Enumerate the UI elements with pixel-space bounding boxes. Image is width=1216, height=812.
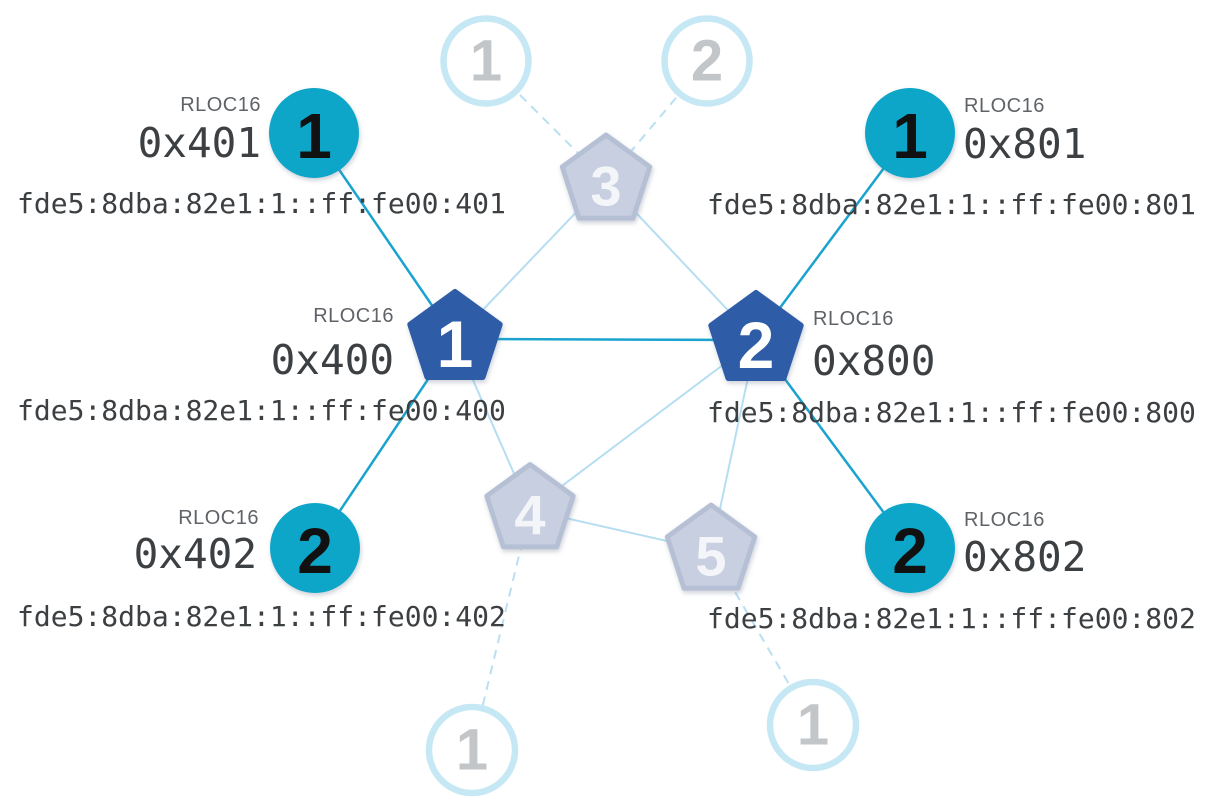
rloc16-label: RLOC16 xyxy=(964,95,1045,117)
rloc16-value: 0x800 xyxy=(812,337,935,385)
label-child-801: RLOC16 0x801 fde5:8dba:82e1:1::ff:fe00:8… xyxy=(707,95,1196,221)
ghost-router-number: 4 xyxy=(514,484,545,547)
child-402[interactable]: 2 xyxy=(270,503,360,593)
child-number: 1 xyxy=(892,100,928,172)
ghost-child-circle[interactable] xyxy=(766,678,860,772)
ghost-child-bottom-right[interactable]: 1 xyxy=(766,678,860,772)
router-number: 2 xyxy=(738,308,775,382)
child-circle[interactable] xyxy=(269,88,359,178)
link-router1-router2 xyxy=(454,337,757,342)
ghost-child-top-2[interactable]: 2 xyxy=(661,15,753,107)
child-number: 2 xyxy=(297,515,333,587)
ghost-child-number: 1 xyxy=(470,29,502,94)
child-circle[interactable] xyxy=(270,503,360,593)
child-401[interactable]: 1 xyxy=(269,88,359,178)
rloc16-value: 0x401 xyxy=(138,119,261,167)
ipv6-address: fde5:8dba:82e1:1::ff:fe00:801 xyxy=(707,188,1196,221)
ghost-child-top-1[interactable]: 1 xyxy=(440,15,532,107)
ghost-child-number: 2 xyxy=(691,29,723,94)
router-number: 1 xyxy=(437,307,474,381)
child-802[interactable]: 2 xyxy=(865,503,955,593)
rloc16-label: RLOC16 xyxy=(178,507,259,529)
rloc16-label: RLOC16 xyxy=(964,509,1045,531)
ghost-child-number: 1 xyxy=(797,693,829,758)
ipv6-address: fde5:8dba:82e1:1::ff:fe00:401 xyxy=(17,187,506,220)
child-number: 2 xyxy=(892,515,928,587)
label-child-802: RLOC16 0x802 fde5:8dba:82e1:1::ff:fe00:8… xyxy=(707,509,1196,635)
link-ghost-top1-router3 xyxy=(485,60,607,182)
ghost-child-number: 1 xyxy=(456,718,488,783)
rloc16-value: 0x802 xyxy=(963,533,1086,581)
link-router2-router4 xyxy=(529,339,757,511)
rloc16-value: 0x400 xyxy=(271,336,394,384)
rloc16-label: RLOC16 xyxy=(313,305,394,327)
ghost-child-circle[interactable] xyxy=(425,703,519,797)
label-child-402: RLOC16 0x402 fde5:8dba:82e1:1::ff:fe00:4… xyxy=(17,507,506,633)
label-child-401: RLOC16 0x401 fde5:8dba:82e1:1::ff:fe00:4… xyxy=(17,94,506,220)
ghost-child-circle[interactable] xyxy=(661,15,753,107)
label-router-1: RLOC16 0x400 fde5:8dba:82e1:1::ff:fe00:4… xyxy=(17,305,506,427)
child-circle[interactable] xyxy=(865,88,955,178)
rloc16-value: 0x801 xyxy=(963,120,1086,168)
rloc16-label: RLOC16 xyxy=(180,94,261,116)
ipv6-address: fde5:8dba:82e1:1::ff:fe00:400 xyxy=(17,394,506,427)
ipv6-address: fde5:8dba:82e1:1::ff:fe00:402 xyxy=(17,600,506,633)
ghost-child-bottom-left[interactable]: 1 xyxy=(425,703,519,797)
rloc16-value: 0x402 xyxy=(134,530,257,578)
ipv6-address: fde5:8dba:82e1:1::ff:fe00:802 xyxy=(707,602,1196,635)
child-number: 1 xyxy=(296,100,332,172)
rloc16-label: RLOC16 xyxy=(813,308,894,330)
label-router-2: RLOC16 0x800 fde5:8dba:82e1:1::ff:fe00:8… xyxy=(707,308,1196,429)
ghost-router-number: 3 xyxy=(590,155,621,218)
ghost-router-number: 5 xyxy=(695,525,726,588)
ipv6-address: fde5:8dba:82e1:1::ff:fe00:800 xyxy=(707,396,1196,429)
child-801[interactable]: 1 xyxy=(865,88,955,178)
child-circle[interactable] xyxy=(865,503,955,593)
ghost-child-circle[interactable] xyxy=(440,15,532,107)
